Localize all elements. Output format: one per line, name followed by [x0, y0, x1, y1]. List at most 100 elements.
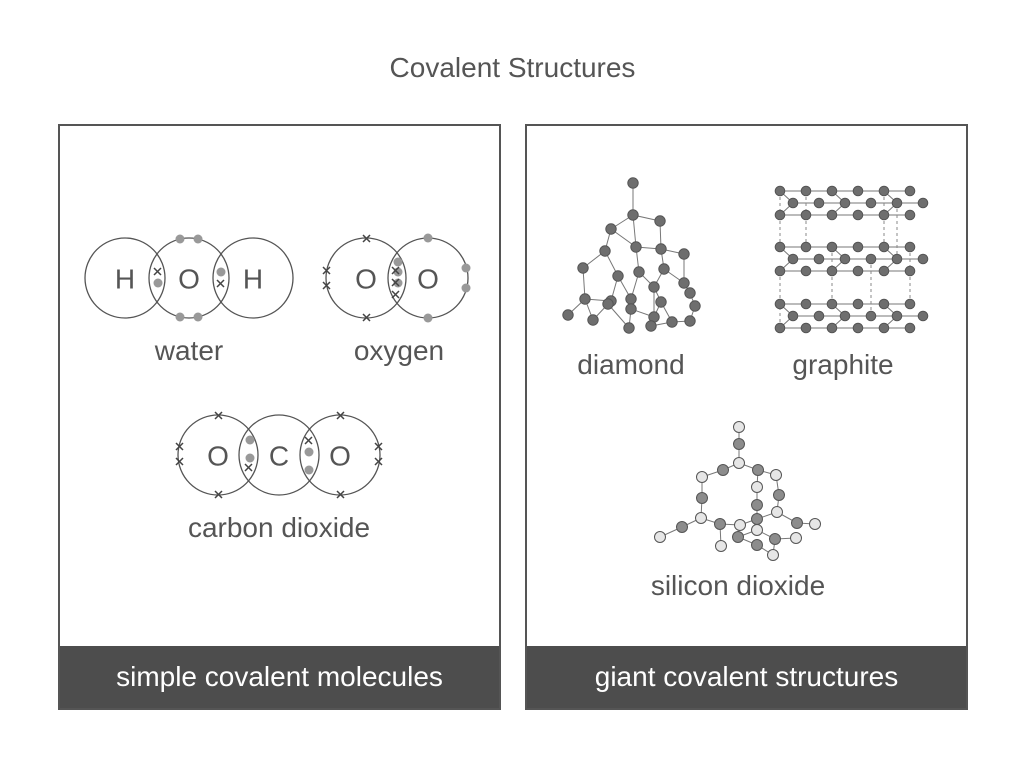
- graphite-atom: [904, 322, 916, 334]
- diamond-lattice: [562, 177, 701, 334]
- oxygen-diagram: O O oxygen: [322, 233, 471, 366]
- graphite-atom: [852, 185, 864, 197]
- diamond-atom: [678, 248, 690, 260]
- silicon-dioxide-atom: [751, 539, 763, 551]
- co2-crosses: [175, 411, 383, 499]
- silicon-dioxide-atom: [654, 531, 666, 543]
- graphite-atom: [774, 265, 786, 277]
- silicon-dioxide-atom: [752, 464, 764, 476]
- graphite-atom: [800, 298, 812, 310]
- graphite-atom: [891, 197, 903, 209]
- silicon-dioxide-atom: [809, 518, 821, 530]
- diamond-atom: [625, 303, 637, 315]
- silicon-dioxide-atom: [732, 531, 744, 543]
- giant-covalent-panel: giant covalent structures: [525, 124, 968, 710]
- diamond-atom: [666, 316, 678, 328]
- silicon-dioxide-atom: [751, 524, 763, 536]
- graphite-atom: [774, 241, 786, 253]
- graphite-atom: [904, 241, 916, 253]
- co2-electrons: [245, 435, 314, 475]
- graphite-atom: [878, 322, 890, 334]
- simple-covalent-panel: simple covalent molecules: [58, 124, 501, 710]
- graphite-atom: [826, 209, 838, 221]
- diamond-atom: [562, 309, 574, 321]
- graphite-atom: [826, 241, 838, 253]
- graphite-atom: [865, 310, 877, 322]
- graphite-atom: [774, 185, 786, 197]
- co2-caption: carbon dioxide: [188, 512, 370, 543]
- diamond-atom: [612, 270, 624, 282]
- water-diagram: H O H water: [84, 234, 294, 366]
- diamond-atom: [627, 209, 639, 221]
- silicon-dioxide-atom: [767, 549, 779, 561]
- diamond-atom: [579, 293, 591, 305]
- graphite-atom: [917, 310, 929, 322]
- graphite-atom: [917, 197, 929, 209]
- silicon-dioxide-atom: [790, 532, 802, 544]
- water-atom-o: O: [178, 264, 200, 295]
- graphite-atom: [800, 265, 812, 277]
- water-crosses: [153, 267, 225, 288]
- oxygen-crosses: [322, 234, 400, 322]
- silicon-dioxide-atom: [715, 540, 727, 552]
- graphite-atom: [852, 209, 864, 221]
- silicon-dioxide-atom: [751, 481, 763, 493]
- graphite-atom: [800, 209, 812, 221]
- silicon-dioxide-atom: [695, 512, 707, 524]
- silicon-dioxide-atom: [717, 464, 729, 476]
- graphite-atom: [904, 185, 916, 197]
- diamond-atom: [645, 320, 657, 332]
- silicon-dioxide-atom: [696, 471, 708, 483]
- silicon-dioxide-atom: [770, 469, 782, 481]
- graphite-atom: [774, 322, 786, 334]
- co2-atom-o1: O: [207, 441, 229, 472]
- diamond-atom: [654, 215, 666, 227]
- diamond-atom: [630, 241, 642, 253]
- co2-atom-o2: O: [329, 441, 351, 472]
- oxygen-atom-1: O: [355, 264, 377, 295]
- graphite-atom: [878, 265, 890, 277]
- silicon-dioxide-atom: [751, 499, 763, 511]
- graphite-atom: [865, 197, 877, 209]
- page-title: Covalent Structures: [389, 52, 636, 83]
- silicon-dioxide-atom: [791, 517, 803, 529]
- graphite-atom: [800, 185, 812, 197]
- graphite-atom: [813, 310, 825, 322]
- silicon-dioxide-atom: [676, 521, 688, 533]
- graphite-atom: [813, 197, 825, 209]
- carbon-dioxide-diagram: O C O carbon dioxide: [175, 411, 383, 543]
- diamond-atom: [678, 277, 690, 289]
- graphite-atom: [852, 241, 864, 253]
- graphite-atom: [826, 298, 838, 310]
- graphite-atom: [839, 197, 851, 209]
- graphite-atom: [826, 185, 838, 197]
- diamond-atom: [689, 300, 701, 312]
- graphite-atom: [852, 298, 864, 310]
- diamond-atom: [633, 266, 645, 278]
- graphite-atom: [878, 185, 890, 197]
- graphite-atom: [891, 253, 903, 265]
- giant-covalent-footer: giant covalent structures: [527, 646, 966, 708]
- graphite-atom: [839, 253, 851, 265]
- diamond-atom: [599, 245, 611, 257]
- diamond-atom: [623, 322, 635, 334]
- diamond-atom: [658, 263, 670, 275]
- diamond-atom: [577, 262, 589, 274]
- oxygen-atom-2: O: [417, 264, 439, 295]
- simple-covalent-footer: simple covalent molecules: [60, 646, 499, 708]
- graphite-lattice: [774, 185, 929, 334]
- graphite-atom: [774, 209, 786, 221]
- diamond-caption: diamond: [577, 349, 684, 380]
- water-electrons: [153, 234, 226, 322]
- silicon-dioxide-caption: silicon dioxide: [651, 570, 825, 601]
- water-atom-h2: H: [243, 264, 263, 295]
- graphite-atom: [878, 298, 890, 310]
- diamond-atom: [655, 296, 667, 308]
- diamond-atom: [684, 287, 696, 299]
- graphite-atom: [787, 197, 799, 209]
- graphite-caption: graphite: [792, 349, 893, 380]
- graphite-atom: [800, 241, 812, 253]
- silicon-dioxide-atom: [696, 492, 708, 504]
- co2-atom-c: C: [269, 441, 289, 472]
- silicon-dioxide-atom: [771, 506, 783, 518]
